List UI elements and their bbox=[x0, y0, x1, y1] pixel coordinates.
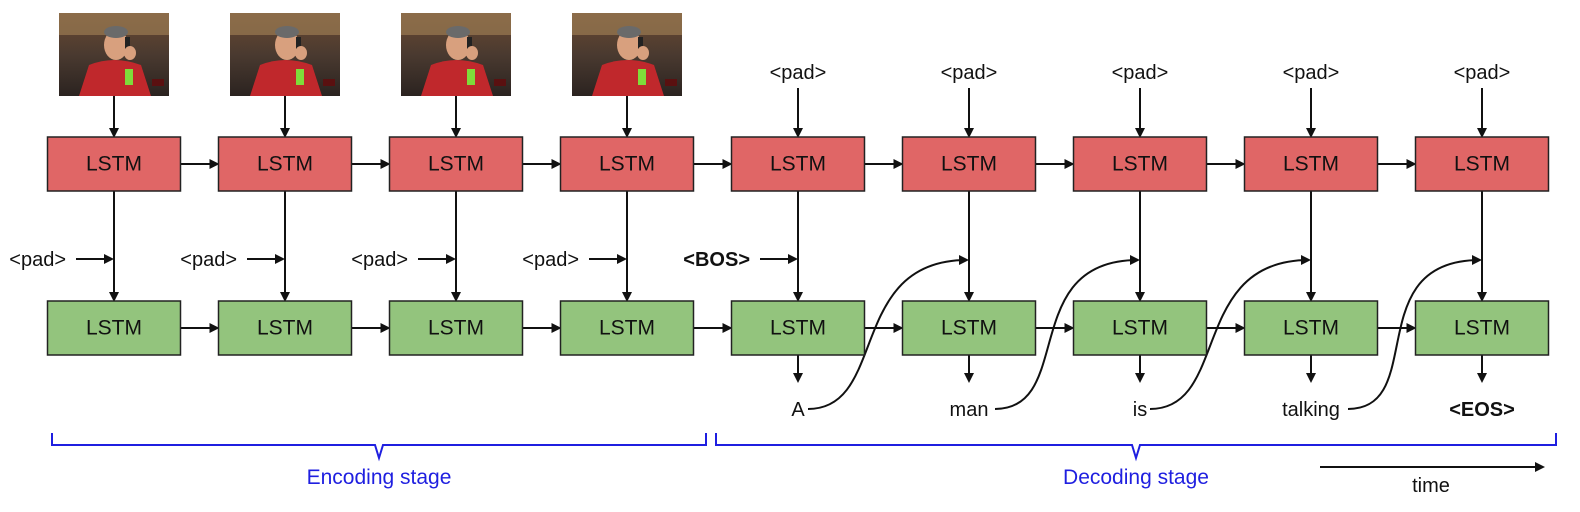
middle-pad-token: <pad> bbox=[180, 249, 237, 271]
lstm-top-cell: LSTM bbox=[559, 136, 695, 192]
man-on-phone-frame-3 bbox=[401, 13, 511, 96]
decoding-stage-label: Decoding stage bbox=[1063, 466, 1209, 489]
middle-pad-token: <pad> bbox=[9, 249, 66, 271]
top-pad-token: <pad> bbox=[770, 62, 827, 84]
feedback-arrow bbox=[807, 255, 969, 410]
encoding-stage-label: Encoding stage bbox=[307, 466, 452, 489]
time-label: time bbox=[1412, 475, 1450, 497]
lstm-label: LSTM bbox=[1112, 153, 1168, 176]
top-pad-token: <pad> bbox=[1283, 62, 1340, 84]
lstm-top-cell: LSTM bbox=[730, 136, 866, 192]
lstm-top-cell: LSTM bbox=[46, 136, 182, 192]
lstm-label: LSTM bbox=[86, 317, 142, 340]
lstm-top-cell: LSTM bbox=[217, 136, 353, 192]
lstm-top-cell: LSTM bbox=[388, 136, 524, 192]
top-pad-token: <pad> bbox=[941, 62, 998, 84]
lstm-label: LSTM bbox=[428, 153, 484, 176]
lstm-top-cell: LSTM bbox=[1243, 136, 1379, 192]
lstm-label: LSTM bbox=[257, 317, 313, 340]
lstm-bot-cell: LSTM bbox=[901, 300, 1037, 356]
lstm-bot-cell: LSTM bbox=[1243, 300, 1379, 356]
bos-token: <BOS> bbox=[683, 249, 750, 271]
lstm-label: LSTM bbox=[1112, 317, 1168, 340]
lstm-label: LSTM bbox=[599, 317, 655, 340]
top-pad-token: <pad> bbox=[1112, 62, 1169, 84]
lstm-top-cell: LSTM bbox=[901, 136, 1037, 192]
lstm-label: LSTM bbox=[428, 317, 484, 340]
decoding-stage-brace bbox=[715, 433, 1557, 462]
feedback-arrow bbox=[1149, 255, 1311, 410]
eos-token: <EOS> bbox=[1449, 399, 1515, 421]
top-pad-token: <pad> bbox=[1454, 62, 1511, 84]
output-word: man bbox=[950, 399, 989, 421]
lstm-label: LSTM bbox=[599, 153, 655, 176]
lstm-bot-cell: LSTM bbox=[559, 300, 695, 356]
lstm-label: LSTM bbox=[770, 153, 826, 176]
man-on-phone-frame-1 bbox=[59, 13, 169, 96]
lstm-bot-cell: LSTM bbox=[1414, 300, 1550, 356]
lstm-label: LSTM bbox=[1283, 153, 1339, 176]
output-word: A bbox=[791, 399, 805, 421]
lstm-label: LSTM bbox=[1454, 317, 1510, 340]
lstm-bot-cell: LSTM bbox=[388, 300, 524, 356]
lstm-label: LSTM bbox=[770, 317, 826, 340]
lstm-label: LSTM bbox=[1454, 153, 1510, 176]
middle-pad-token: <pad> bbox=[351, 249, 408, 271]
lstm-top-cell: LSTM bbox=[1414, 136, 1550, 192]
lstm-bot-cell: LSTM bbox=[217, 300, 353, 356]
lstm-label: LSTM bbox=[257, 153, 313, 176]
feedback-arrow bbox=[994, 255, 1140, 410]
lstm-top-cell: LSTM bbox=[1072, 136, 1208, 192]
encoding-stage-brace bbox=[51, 433, 707, 462]
feedback-arrow bbox=[1347, 255, 1482, 410]
lstm-label: LSTM bbox=[1283, 317, 1339, 340]
lstm-label: LSTM bbox=[941, 317, 997, 340]
lstm-bot-cell: LSTM bbox=[1072, 300, 1208, 356]
output-word: talking bbox=[1282, 399, 1340, 421]
lstm-label: LSTM bbox=[941, 153, 997, 176]
man-on-phone-frame-2 bbox=[230, 13, 340, 96]
man-on-phone-frame-4 bbox=[572, 13, 682, 96]
output-word: is bbox=[1133, 399, 1147, 421]
lstm-bot-cell: LSTM bbox=[730, 300, 866, 356]
lstm-label: LSTM bbox=[86, 153, 142, 176]
middle-pad-token: <pad> bbox=[522, 249, 579, 271]
lstm-bot-cell: LSTM bbox=[46, 300, 182, 356]
